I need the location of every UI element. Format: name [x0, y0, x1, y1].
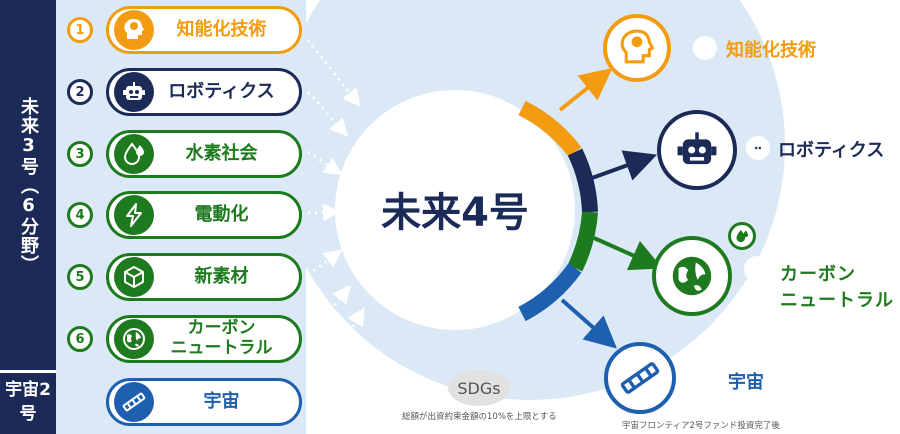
pill-label-electrification: 電動化 [194, 203, 249, 225]
dotted-arrow-2 [306, 90, 349, 137]
pill-label-new-materials: 新素材 [194, 265, 249, 287]
ring-navy [567, 148, 598, 213]
pill-carbon-neutral: カーボン ニュートラル [106, 315, 302, 363]
arrow-carbon [593, 236, 663, 271]
uchu2-label: 宇宙2号 [5, 380, 51, 424]
space-note: 宇宙フロンティア2号ファンド投資完了後 [622, 421, 780, 431]
right-label-robotics: ロボティクス [778, 140, 885, 161]
small-brain-head-icon [693, 36, 717, 60]
small-globe-icon [722, 318, 742, 338]
dotted-arrow-3 [307, 150, 343, 175]
pill-label-robotics: ロボティクス [168, 80, 275, 102]
arrow-intelligence [558, 68, 613, 112]
ring-green [567, 211, 598, 272]
pill-intelligence: 知能化技術 [106, 6, 302, 54]
satellite-icon [114, 382, 154, 422]
number-2: 2 [67, 79, 93, 105]
dotted-arrow-1 [306, 39, 361, 108]
globe-icon [114, 319, 154, 359]
brain-head-icon [114, 10, 154, 50]
number-3: 3 [67, 141, 93, 167]
right-robot-icon [657, 110, 737, 190]
pill-electrification: 電動化 [106, 191, 302, 239]
pill-hydrogen: 水素社会 [106, 130, 302, 178]
pill-robotics: ロボティクス [106, 68, 302, 116]
pill-label-carbon-neutral: カーボン ニュートラル [170, 318, 273, 358]
robot-icon [114, 72, 154, 112]
number-6: 6 [67, 326, 93, 352]
right-brain-head-icon [603, 14, 671, 82]
lightning-icon [114, 195, 154, 235]
pill-label-intelligence: 知能化技術 [176, 18, 267, 40]
cube-icon [114, 257, 154, 297]
dotted-arrow-5 [307, 249, 343, 277]
small-cube-icon [738, 291, 762, 315]
small-robot-icon [746, 136, 770, 160]
mirai3-label: 未来3号（6分野） [18, 96, 39, 274]
pill-label-hydrogen: 水素社会 [185, 142, 258, 164]
ring-blue [518, 263, 582, 322]
dotted-arrow-6 [306, 284, 351, 339]
right-globe-icon [652, 236, 732, 316]
pill-label-space: 宇宙 [203, 390, 240, 412]
dotted-arrow-7 [306, 307, 365, 399]
pill-new-materials: 新素材 [106, 253, 302, 301]
sdgs-badge: SDGs [448, 370, 510, 406]
small-satellite-icon [692, 368, 716, 392]
water-drop-icon [114, 134, 154, 174]
number-1: 1 [67, 17, 93, 43]
pill-space: 宇宙 [106, 378, 302, 426]
right-label-carbon-neutral: カーボン ニュートラル [780, 264, 894, 311]
center-title: 未来4号 [381, 190, 529, 236]
small-water-drop-icon [728, 222, 756, 250]
center-circle [335, 90, 575, 330]
number-4: 4 [67, 202, 93, 228]
sdgs-note: 総額が出資約束金額の10%を上限とする [402, 412, 557, 422]
right-satellite-icon [604, 342, 676, 414]
dotted-arrow-4 [307, 203, 341, 222]
arrow-space [560, 298, 617, 349]
right-label-space: 宇宙 [728, 372, 764, 393]
arrow-robotics [591, 150, 658, 181]
ring-orange [518, 100, 582, 157]
small-lightning-icon [744, 256, 770, 282]
bar-divider [0, 370, 56, 373]
number-5: 5 [67, 264, 93, 290]
right-label-intelligence: 知能化技術 [726, 40, 816, 61]
left-fund-bar [0, 0, 56, 434]
